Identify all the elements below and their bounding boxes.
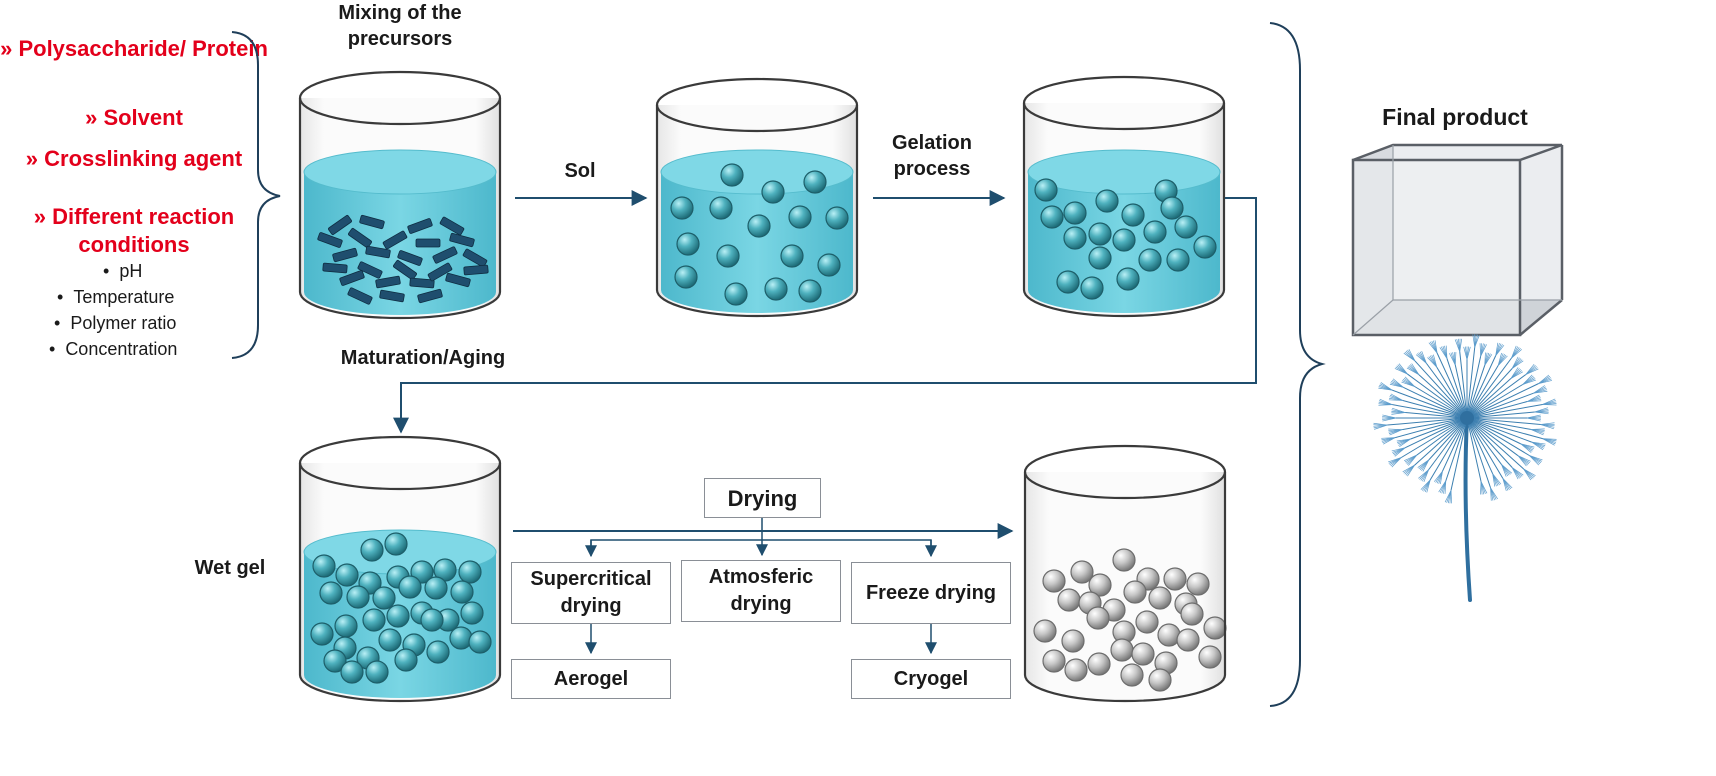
condition-ph-text: pH [119,261,143,281]
supercritical-drying-text: Supercritical drying [530,568,652,617]
aerogel-box: Aerogel [511,659,671,699]
condition-temperature-text: Temperature [73,287,175,307]
drying-title: Drying [727,485,798,511]
condition-ph: • pH [103,261,143,281]
beaker-wet-gel [298,435,502,703]
supercritical-drying-box: Supercritical drying [511,562,671,624]
input-polysaccharide-protein: » Polysaccharide/ Protein [0,36,268,61]
cryogel-box: Cryogel [851,659,1011,699]
condition-polymer-ratio: • Polymer ratio [54,313,177,333]
left-brace [231,31,281,359]
beaker-mixing [298,70,502,320]
freeze-drying-text: Freeze drying [865,581,997,604]
beaker-gelation [1022,75,1226,318]
label-maturation: Maturation/Aging [340,347,506,369]
cube-icon [1351,143,1564,337]
freeze-drying-box: Freeze drying [851,562,1011,624]
label-gelation: Gelation process [891,132,972,180]
condition-polymer-ratio-text: Polymer ratio [70,313,177,333]
condition-concentration-text: Concentration [65,339,178,359]
aerogel-text: Aerogel [553,667,629,690]
condition-concentration: • Concentration [49,339,178,359]
atmosferic-drying-text: Atmosferic drying [708,566,814,615]
beaker-dried-gel [1023,444,1227,703]
beaker-sol [655,77,859,318]
label-mixing: Mixing of the precursors [338,2,462,50]
drying-branch [590,539,932,555]
label-wet-gel: Wet gel [194,557,266,579]
label-sol: Sol [564,160,596,182]
cryogel-text: Cryogel [893,667,969,690]
input-solvent: » Solvent [85,105,183,130]
right-brace [1269,22,1326,707]
condition-temperature: • Temperature [57,287,175,307]
arrow-maturation [393,197,1257,434]
dandelion-icon [1373,334,1557,602]
drying-box: Drying [704,478,821,518]
label-final-product: Final product [1382,104,1528,130]
input-reaction-conditions: » Different reaction conditions [33,204,235,257]
atmosferic-drying-box: Atmosferic drying [681,560,841,622]
input-crosslinking-agent: » Crosslinking agent [25,146,243,171]
